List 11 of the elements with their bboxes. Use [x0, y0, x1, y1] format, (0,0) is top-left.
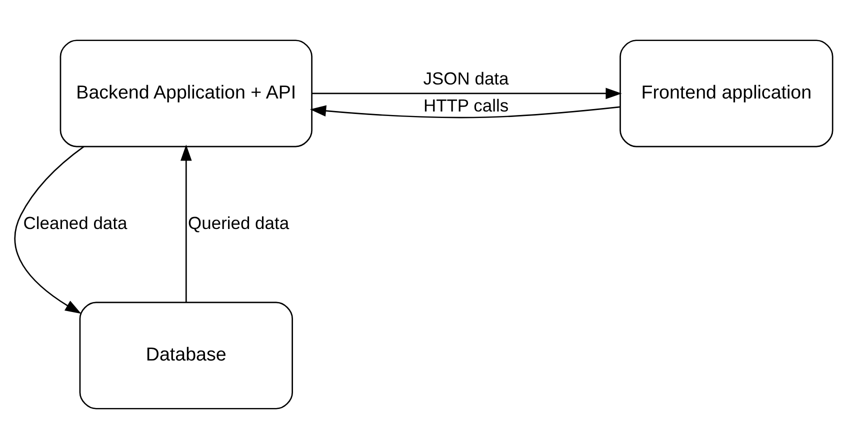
node-box: Backend Application + API: [60, 39, 312, 147]
edge-label: Cleaned data: [23, 212, 128, 233]
arrow: [180, 144, 192, 302]
arrow: [14, 146, 84, 314]
edge-label: HTTP calls: [423, 94, 509, 115]
arrow: [310, 104, 620, 118]
edge-label: JSON data: [423, 68, 509, 88]
edge-label: Queried data: [188, 212, 290, 233]
arrow: [312, 87, 622, 99]
node-box: Database: [79, 301, 293, 409]
node-box: Frontend application: [620, 39, 834, 147]
